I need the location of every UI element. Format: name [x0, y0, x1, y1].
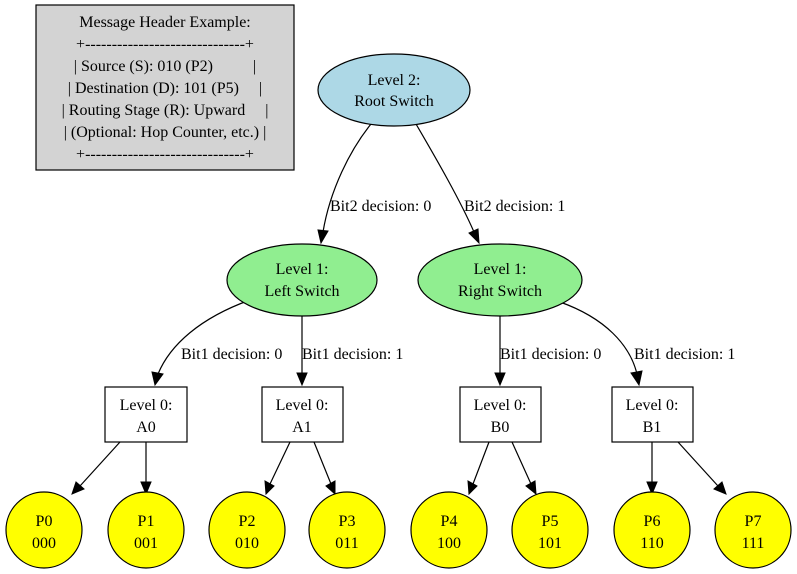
edge-right-b1 [559, 301, 643, 387]
processor-address: 001 [134, 535, 158, 552]
level0-b0-node: Level 0: B0 [459, 386, 542, 443]
processor-name: P3 [339, 513, 356, 530]
b0-label: B0 [491, 419, 510, 436]
message-header-line: | Destination (D): 101 (P5) | [68, 80, 262, 97]
a1-label: A1 [292, 419, 312, 436]
edge-a0-p0 [71, 441, 121, 495]
processor-address: 000 [32, 535, 56, 552]
left-switch-label: Left Switch [264, 283, 339, 300]
message-header-line: +------------------------------+ [76, 146, 254, 163]
processor-node-p7: P7 111 [714, 491, 792, 569]
processor-name: P4 [441, 513, 458, 530]
level0-a1-node: Level 0: A1 [261, 386, 344, 443]
b1-label: B1 [643, 419, 662, 436]
edge-label-root-left: Bit2 decision: 0 [330, 198, 431, 215]
root-switch-level: Level 2: [368, 72, 421, 89]
edge-b1-p7 [677, 441, 727, 495]
processor-node-p2: P2 010 [208, 491, 286, 569]
level0-a0-node: Level 0: A0 [104, 386, 188, 443]
message-header-frame [35, 4, 295, 171]
processor-node-p6: P6 110 [613, 491, 691, 569]
left-switch-node: Level 1: Left Switch [226, 243, 378, 317]
edge-root-left [317, 123, 372, 245]
processor-name: P1 [138, 513, 155, 530]
processor-address: 010 [235, 535, 259, 552]
edge-right-b0 [494, 315, 506, 387]
edge-left-a0 [151, 299, 251, 387]
processor-address: 011 [335, 535, 358, 552]
message-header-title: Message Header Example: [79, 14, 250, 31]
processor-node-p0: P0 000 [5, 491, 83, 569]
left-switch-level: Level 1: [276, 261, 329, 278]
edge-label-right-b0: Bit1 decision: 0 [500, 346, 601, 363]
processor-node-p4: P4 100 [410, 491, 488, 569]
processor-name: P0 [36, 513, 53, 530]
edge-label-root-right: Bit2 decision: 1 [464, 198, 565, 215]
edge-root-right [415, 123, 480, 245]
edge-label-left-a1: Bit1 decision: 1 [302, 346, 403, 363]
a1-level: Level 0: [276, 397, 329, 414]
message-header-line: +------------------------------+ [76, 36, 254, 53]
processor-address: 101 [538, 535, 562, 552]
processor-address: 110 [640, 535, 663, 552]
message-header-line: | Routing Stage (R): Upward | [62, 102, 269, 119]
processor-name: P6 [644, 513, 661, 530]
processor-name: P7 [745, 513, 762, 530]
root-switch-node: Level 2: Root Switch [317, 53, 471, 127]
a0-level: Level 0: [120, 397, 173, 414]
root-switch-label: Root Switch [354, 93, 434, 110]
edge-b0-p4 [467, 441, 490, 496]
message-header-box: Message Header Example: +---------------… [35, 4, 295, 171]
right-switch-level: Level 1: [474, 261, 527, 278]
edge-left-a1 [296, 315, 308, 387]
processor-node-p3: P3 011 [308, 491, 386, 569]
message-header-line: | (Optional: Hop Counter, etc.) | [64, 124, 267, 141]
processor-address: 100 [437, 535, 461, 552]
message-header-line: | Source (S): 010 (P2) | [74, 58, 256, 75]
edge-label-right-b1: Bit1 decision: 1 [634, 346, 735, 363]
b0-level: Level 0: [474, 397, 527, 414]
processor-name: P5 [542, 513, 559, 530]
level0-b1-node: Level 0: B1 [611, 386, 694, 443]
b1-level: Level 0: [626, 397, 679, 414]
processor-node-p1: P1 001 [107, 491, 185, 569]
edge-b1-p6 [646, 442, 658, 496]
a0-label: A0 [136, 419, 156, 436]
processor-address: 111 [742, 535, 765, 552]
edge-a0-p1 [140, 442, 152, 496]
edge-label-left-a0: Bit1 decision: 0 [181, 346, 282, 363]
processor-node-p5: P5 101 [511, 491, 589, 569]
right-switch-label: Right Switch [458, 283, 542, 300]
edge-a1-p3 [313, 441, 336, 496]
right-switch-node: Level 1: Right Switch [417, 243, 583, 317]
edge-a1-p2 [264, 441, 291, 496]
processor-name: P2 [239, 513, 256, 530]
edge-b0-p5 [511, 441, 537, 496]
